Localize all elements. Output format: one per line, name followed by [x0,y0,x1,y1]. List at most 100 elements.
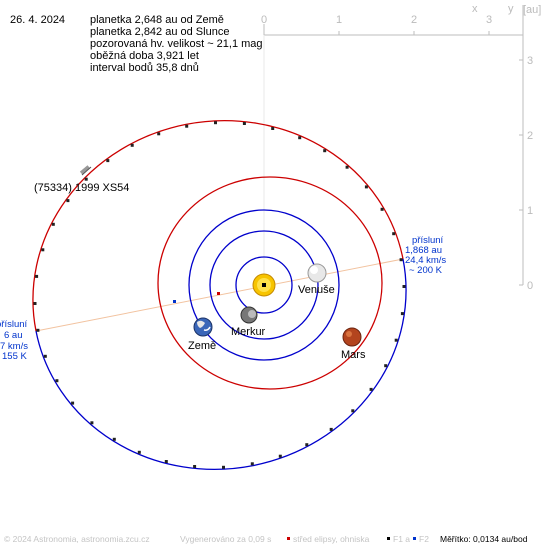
copyright-text: © 2024 Astronomia, astronomia.zcu.cz [4,534,150,544]
aphelion-distance: 6 au [4,330,23,341]
mars-label: Mars [341,349,366,361]
venus-orbit [209,230,319,340]
orbit-point [345,165,349,169]
mars-icon [342,327,362,347]
info-line: interval bodů 35,8 dnů [90,62,199,74]
asteroid-orbit-points [33,121,406,469]
orbit-point [112,437,116,441]
mars-orbit [157,176,383,390]
top-tick-label: 2 [411,14,417,26]
asteroid-label: (75334) 1999 XS54 [34,182,129,194]
merkur-icon [240,306,258,324]
top-tick-label: 3 [486,14,492,26]
right-tick-label: 2 [527,130,533,142]
y-axis-label: y [508,3,514,15]
orbit-point [380,207,384,211]
right-tick-label: 3 [527,55,533,67]
orbit-point [137,450,141,454]
center-legend-text: střed elipsy, ohniska [293,534,370,544]
perihelion-info: přísluní 1,868 au 24,4 km/s ~ 200 K [405,235,446,276]
orbit-point [66,199,70,203]
info-line: pozorovaná hv. velikost ~ 21,1 mag [90,38,263,50]
orbit-point [250,462,254,466]
orbit-point [298,136,302,140]
orbit-point [71,401,75,405]
f2-legend-marker [413,537,416,540]
info-line: planetka 2,648 au od Země [90,14,224,26]
orbit-point [84,177,88,181]
planet-labels: Venuše Merkur Země Mars (75334) 1999 XS5… [34,182,366,361]
orbit-point [399,258,403,262]
venus-icon [307,263,327,283]
orbit-point [164,460,168,463]
orbit-point [402,285,406,288]
sun-icon [252,273,276,297]
footer: © 2024 Astronomia, astronomia.zcu.cz Vyg… [4,534,528,544]
orbit-point [90,421,94,425]
earth-icon [193,317,213,337]
asteroid-orbit-south [35,258,407,470]
orbit-point [43,354,47,358]
orbit-point [106,159,110,163]
perihelion-temp: ~ 200 K [409,265,443,276]
center-legend-marker [287,537,290,540]
aphelion-title: přísluní [0,319,28,330]
focus-f2-marker [173,300,176,303]
orbit-point [36,328,40,332]
right-tick-label: 0 [527,280,533,292]
planet-orbits [157,176,383,390]
ellipse-center-marker [217,292,220,295]
f1-legend-text: F1 a [393,534,410,544]
right-tick-label: 1 [527,205,533,217]
orbit-point [271,127,275,130]
top-tick-label: 0 [261,14,267,26]
orbit-point [193,465,197,468]
top-tick-label: 1 [336,14,342,26]
orbit-point [157,132,161,136]
orbit-point [394,338,398,342]
generated-text: Vygenerováno za 0,09 s [180,534,271,544]
aphelion-temp: 155 K [2,351,27,362]
orbit-point [51,222,55,226]
axis-frame [263,5,524,286]
asteroid-orbit-north [32,120,404,332]
orbit-point [214,121,217,125]
orbit-point [222,465,225,469]
orbit-point [35,274,39,278]
perihelion-distance: 1,868 au [405,245,442,256]
orbit-point [130,143,134,147]
orbit-point [185,124,189,128]
date-label: 26. 4. 2024 [10,14,65,26]
orbit-point [41,248,45,252]
orbit-point [392,232,396,236]
earth-orbit [188,209,340,361]
info-block: 26. 4. 2024 planetka 2,648 au od Země pl… [10,14,263,74]
orbit-point [329,427,333,431]
x-axis-label: x [472,3,478,15]
earth-label: Země [188,340,216,352]
info-line: oběžná doba 3,921 let [90,50,199,62]
orbit-point [242,122,246,125]
unit-label: [au] [523,4,541,16]
orbit-point [369,387,373,391]
scale-text: Měřítko: 0,0134 au/bod [440,534,528,544]
orbit-point [305,443,309,447]
orbit-point [323,149,327,153]
orbit-point [384,364,388,368]
orbit-point [278,454,282,458]
orbit-point [400,312,404,316]
merkur-orbit [235,256,293,314]
info-line: planetka 2,842 au od Slunce [90,26,229,38]
asteroid-icon [79,165,92,176]
orbit-point [55,379,59,383]
f2-legend-text: F2 [419,534,429,544]
merkur-label: Merkur [231,326,266,338]
aphelion-speed: 7 km/s [0,341,28,352]
venus-label: Venuše [298,284,335,296]
orbit-point [364,185,368,189]
orbit-point [33,302,37,305]
aphelion-info: přísluní 6 au 7 km/s 155 K [0,319,28,362]
axis-labels: 0 1 2 3 x y [au] 3 2 1 0 [261,3,541,292]
perihelion-title: přísluní [412,235,444,246]
